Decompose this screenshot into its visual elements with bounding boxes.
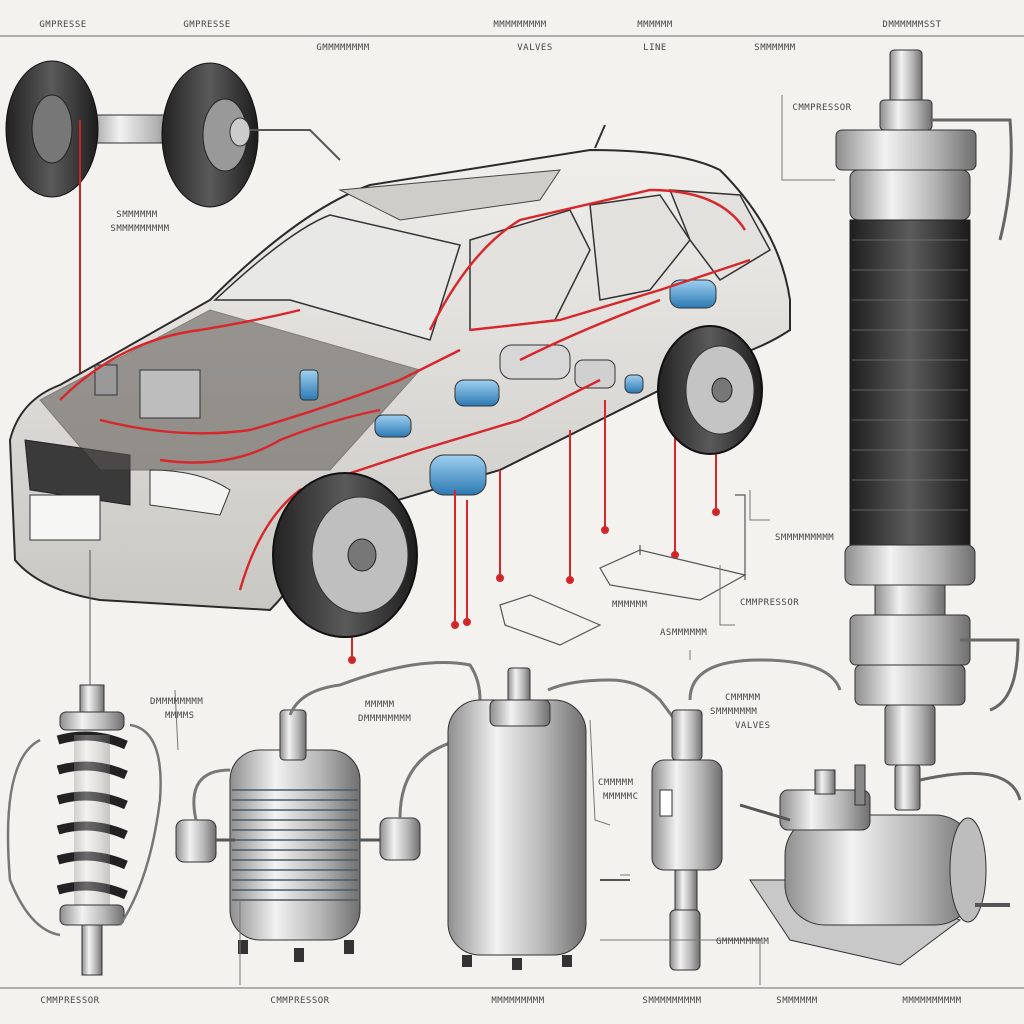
top-label-7: MMMMMM [637, 20, 673, 30]
air-strut-tall [781, 49, 1022, 811]
air-tank-large [447, 667, 677, 970]
coil-shock [6, 550, 162, 976]
valve-label-2: SMMMMMMM [710, 707, 758, 717]
right-mid-label-3: MMMMMM [612, 600, 648, 610]
bottom-label-1: CMMPRESSOR [40, 996, 100, 1006]
tank-label-1: MMMMM [365, 700, 395, 710]
air-tank-coiled [175, 661, 482, 962]
right-mid-label-4: ASMMMMMM [660, 628, 708, 638]
valve-label-1: CMMMMM [725, 693, 761, 703]
right-mid-label-2: CMMPRESSOR [740, 598, 800, 608]
bottom-label-6: MMMMMMMMMM [902, 996, 962, 1006]
valve-label-3: VALVES [735, 721, 771, 731]
tank2-label-1: CMMMMM [598, 778, 634, 788]
bottom-label-3: MMMMMMMMM [491, 996, 545, 1006]
top-sublabel-valves: VALVES [517, 43, 553, 53]
bottom-label-2: CMMPRESSOR [270, 996, 330, 1006]
leader-lines [174, 490, 770, 985]
axle-assembly [5, 60, 341, 390]
valve-dryer [651, 658, 842, 971]
top-label-5: SMMMMMM [754, 43, 796, 53]
axle-label-1: SMMMMMM [116, 210, 158, 220]
tank-label-2: DMMMMMMMM [358, 714, 412, 724]
shock-label-2: MMMMS [165, 711, 195, 721]
top-label-3: GMMMMMMMM [316, 43, 370, 53]
compressor-unit [739, 764, 1010, 966]
dryer-label: GMMMMMMMM [716, 937, 770, 947]
tank2-label-2: MMMMMC [603, 792, 639, 802]
frame [0, 35, 1024, 989]
compressor-upper-label: CMMPRESSOR [792, 103, 852, 113]
axle-label-2: SMMMMMMMMM [110, 224, 170, 234]
car-cutaway [8, 124, 791, 664]
top-label-1: GMPRESSE [39, 20, 87, 30]
top-label-2: GMPRESSE [183, 20, 231, 30]
bottom-label-5: SMMMMMM [776, 996, 818, 1006]
top-sublabel-line: LINE [643, 43, 667, 53]
right-mid-label-1: SMMMMMMMMM [775, 533, 835, 543]
top-label-4: MMMMMMMMM [493, 20, 547, 30]
schematic-sketches [499, 494, 747, 646]
top-label-6: DMMMMMMSST [882, 20, 942, 30]
bottom-label-4: SMMMMMMMMM [642, 996, 702, 1006]
shock-label-1: DMMMMMMMM [150, 697, 204, 707]
